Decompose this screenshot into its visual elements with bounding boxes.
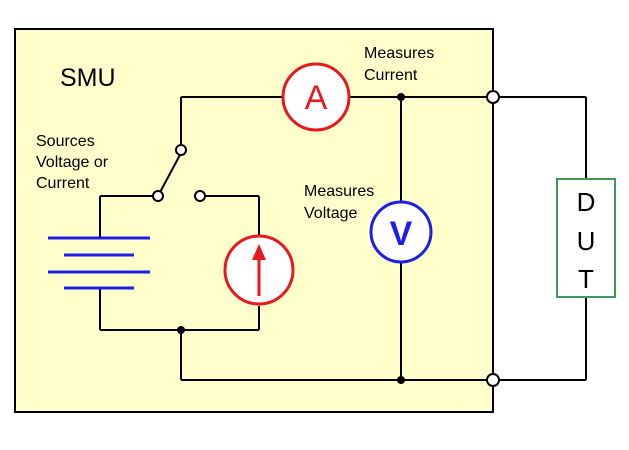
sources-label-line-3: Current (36, 175, 90, 192)
voltmeter-icon: V (369, 200, 433, 264)
current-source-icon (223, 234, 295, 306)
terminal-top (486, 90, 500, 104)
measures-current-line-1: Measures (364, 45, 434, 62)
measures-voltage-line-1: Measures (304, 183, 374, 200)
measures-voltage-line-2: Voltage (304, 205, 357, 222)
junction-dot-bottom (397, 376, 405, 384)
battery-icon (48, 236, 150, 290)
measures-current-line-2: Current (364, 67, 418, 84)
switch-contact-voltage (152, 190, 164, 202)
measures-voltage-label: Measures Voltage (304, 183, 374, 222)
dut-letter-t: T (578, 264, 594, 294)
dut-letter-u: U (577, 226, 596, 256)
dut-letter-d: D (577, 187, 596, 217)
sources-label: Sources Voltage or Current (36, 133, 109, 192)
dut-box: D U T (556, 178, 616, 298)
smu-title: SMU (60, 64, 116, 92)
junction-dot-source (177, 326, 185, 334)
voltmeter-symbol: V (390, 215, 413, 253)
sources-label-line-2: Voltage or (36, 154, 109, 171)
circuit-wires (99, 96, 587, 381)
sources-label-line-1: Sources (36, 133, 95, 150)
ammeter-symbol: A (305, 79, 328, 117)
switch-contact-common (175, 144, 187, 156)
switch-contact-current (194, 190, 206, 202)
measures-current-label: Measures Current (364, 45, 434, 84)
junction-dot-top (397, 93, 405, 101)
ammeter-icon: A (281, 62, 351, 132)
terminal-bottom (486, 373, 500, 387)
